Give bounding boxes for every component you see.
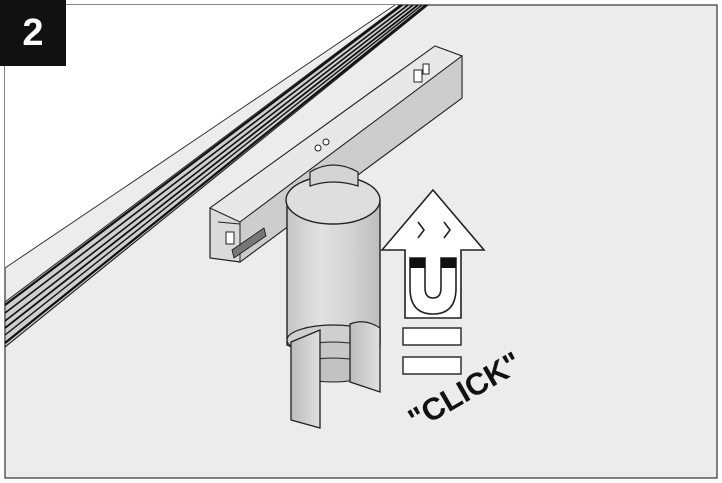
step-badge: 2 [0, 0, 66, 66]
up-arrow-icon [380, 188, 486, 319]
magnet-icon [409, 257, 457, 315]
track-rail [4, 4, 430, 349]
step-number: 2 [22, 12, 44, 54]
mounting-plates [290, 321, 381, 429]
spacer-bar-bottom [402, 356, 462, 375]
spacer-bar-top [402, 327, 462, 346]
